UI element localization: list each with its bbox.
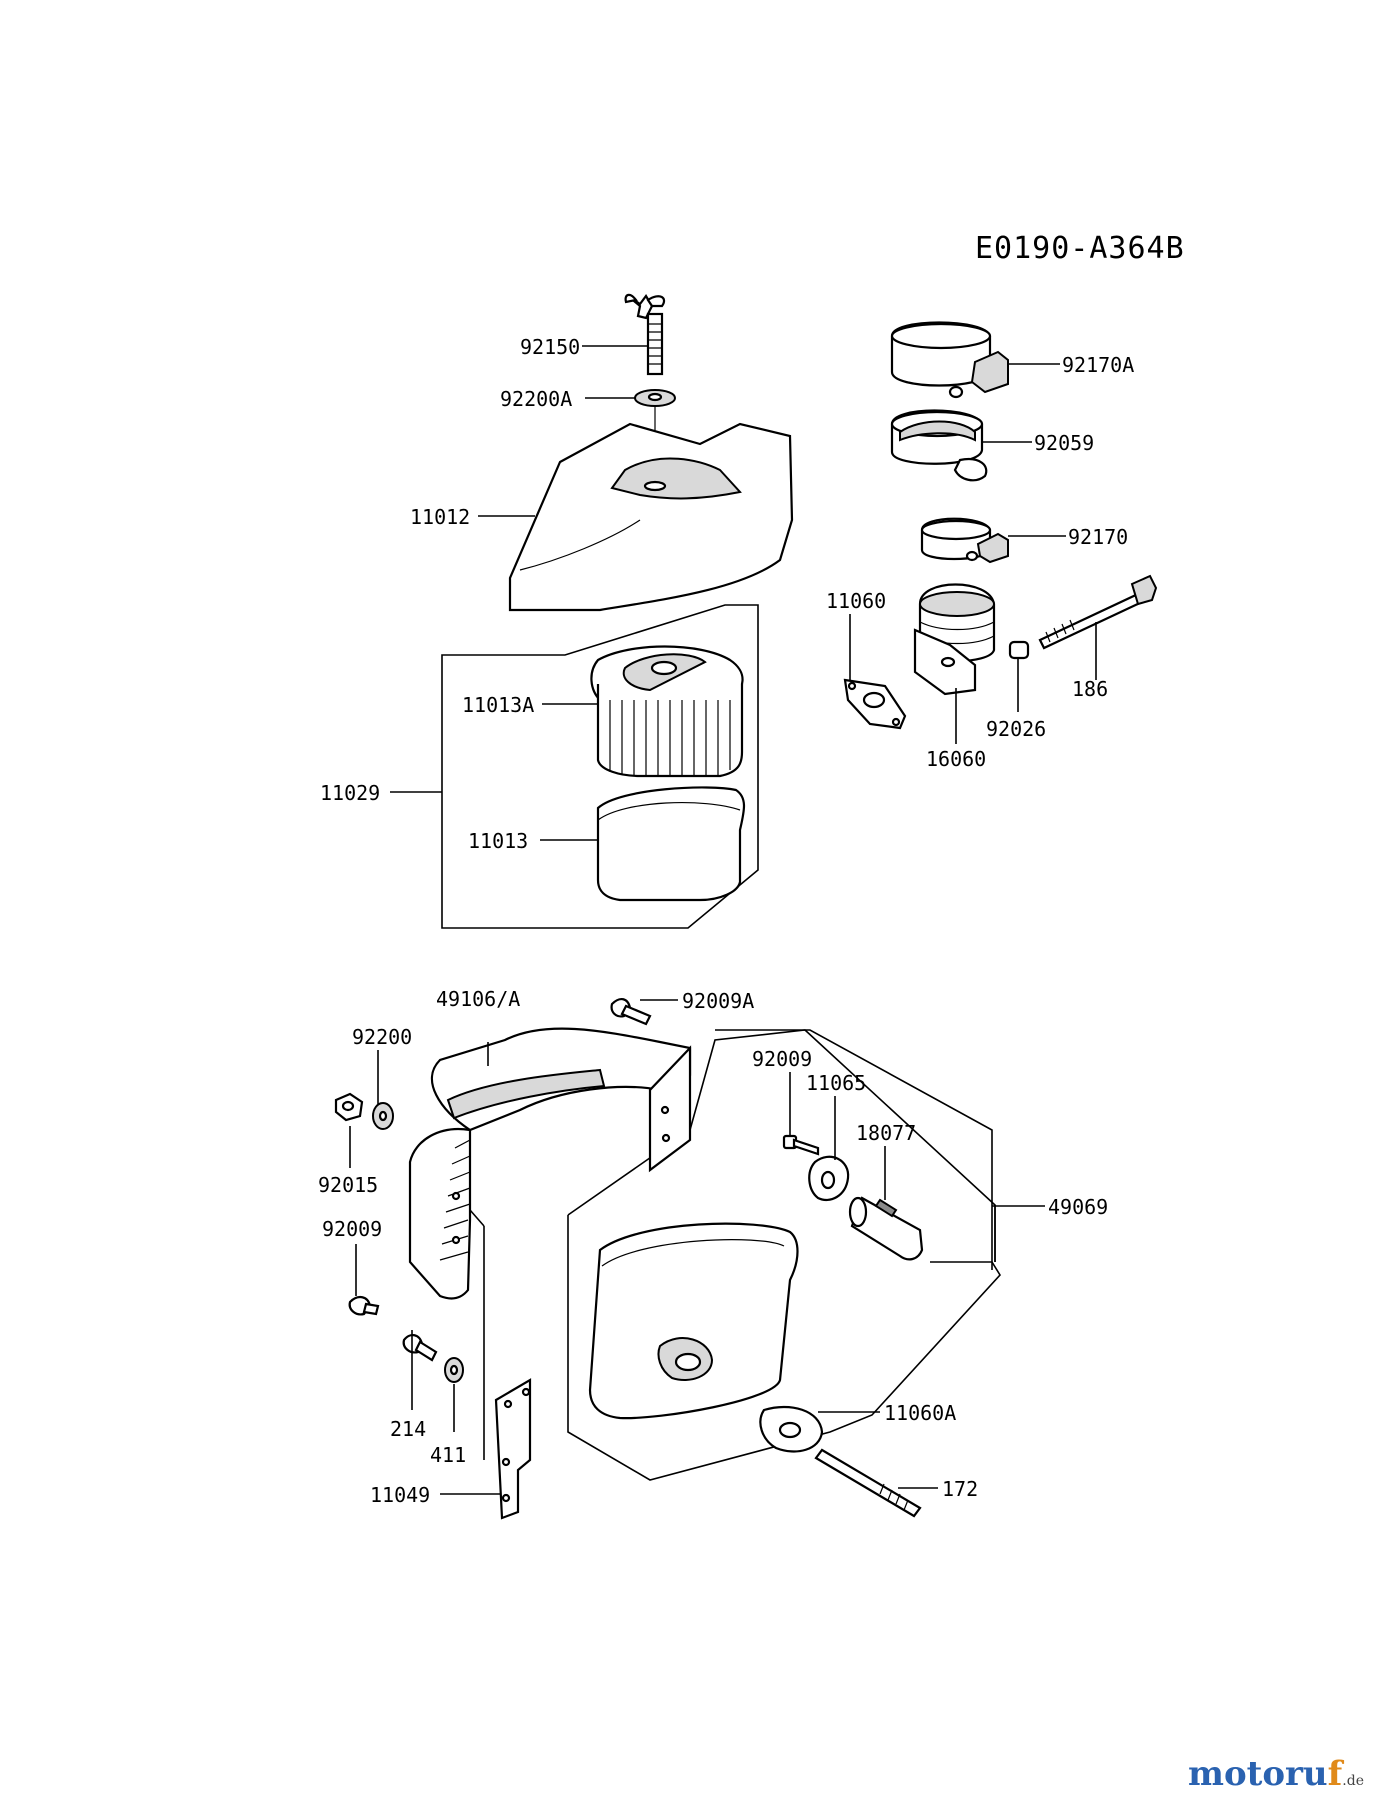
label-49069: 49069: [1048, 1195, 1108, 1219]
label-16060: 16060: [926, 747, 986, 771]
label-92026: 92026: [986, 717, 1046, 741]
pipe-gasket-part: [808, 1155, 850, 1202]
muffler-bracket-part: [494, 1378, 532, 1520]
watermark-logo: motoruf.de: [1188, 1754, 1364, 1794]
label-49106a: 49106/A: [436, 987, 520, 1011]
leader-lines: [349, 345, 1097, 1495]
muffler-cover-part: [408, 1027, 692, 1300]
diagram-code: E0190-A364B: [975, 231, 1185, 266]
watermark-tld: .de: [1342, 1773, 1364, 1789]
label-11013a: 11013A: [462, 693, 534, 717]
label-92009a: 92009A: [682, 989, 754, 1013]
label-186: 186: [1072, 677, 1108, 701]
pre-cleaner-part: [596, 786, 746, 902]
spark-screw-part: [782, 1134, 820, 1156]
label-11013: 11013: [468, 829, 528, 853]
exhaust-gasket-part: [759, 1405, 824, 1453]
label-172: 172: [942, 1477, 978, 1501]
wing-bolt-part: [624, 293, 666, 376]
label-11060a: 11060A: [884, 1401, 956, 1425]
label-92200: 92200: [352, 1025, 412, 1049]
air-cleaner-cover-part: [508, 422, 794, 612]
muffler-body-part: [588, 1222, 799, 1420]
collar-part: [1008, 640, 1030, 660]
clamp-band-part: [920, 517, 1009, 564]
lower-bolt-part: [348, 1296, 380, 1316]
label-92059: 92059: [1034, 431, 1094, 455]
gasket-part: [843, 678, 907, 730]
bracket-bolt-part: [402, 1334, 438, 1362]
joint-pipe-part: [913, 583, 996, 696]
label-92009-left: 92009: [322, 1217, 382, 1241]
flange-nut-part: [334, 1092, 364, 1122]
long-bolt-part: [1038, 574, 1158, 650]
cover-bolt-part: [610, 998, 652, 1026]
clamp-band-part-a: [890, 321, 1009, 399]
label-11060: 11060: [826, 589, 886, 613]
label-92150: 92150: [520, 335, 580, 359]
air-filter-element-part: [590, 645, 744, 778]
label-92009-right: 92009: [752, 1047, 812, 1071]
air-pipe-part: [890, 409, 988, 482]
label-92015: 92015: [318, 1173, 378, 1197]
bracket-washer-part: [444, 1357, 464, 1383]
label-92170: 92170: [1068, 525, 1128, 549]
label-11012: 11012: [410, 505, 470, 529]
label-11065: 11065: [806, 1071, 866, 1095]
label-18077: 18077: [856, 1121, 916, 1145]
label-11029: 11029: [320, 781, 380, 805]
label-11049: 11049: [370, 1483, 430, 1507]
watermark-main: motoru: [1187, 1754, 1328, 1794]
cover-washer-part: [372, 1102, 394, 1130]
watermark-accent: f: [1327, 1754, 1343, 1794]
label-92200a: 92200A: [500, 387, 572, 411]
exhaust-pipe-part: [848, 1196, 924, 1261]
stud-bolt-part: [814, 1448, 922, 1518]
label-92170a: 92170A: [1062, 353, 1134, 377]
label-214: 214: [390, 1417, 426, 1441]
washer-part: [634, 389, 676, 407]
label-411: 411: [430, 1443, 466, 1467]
